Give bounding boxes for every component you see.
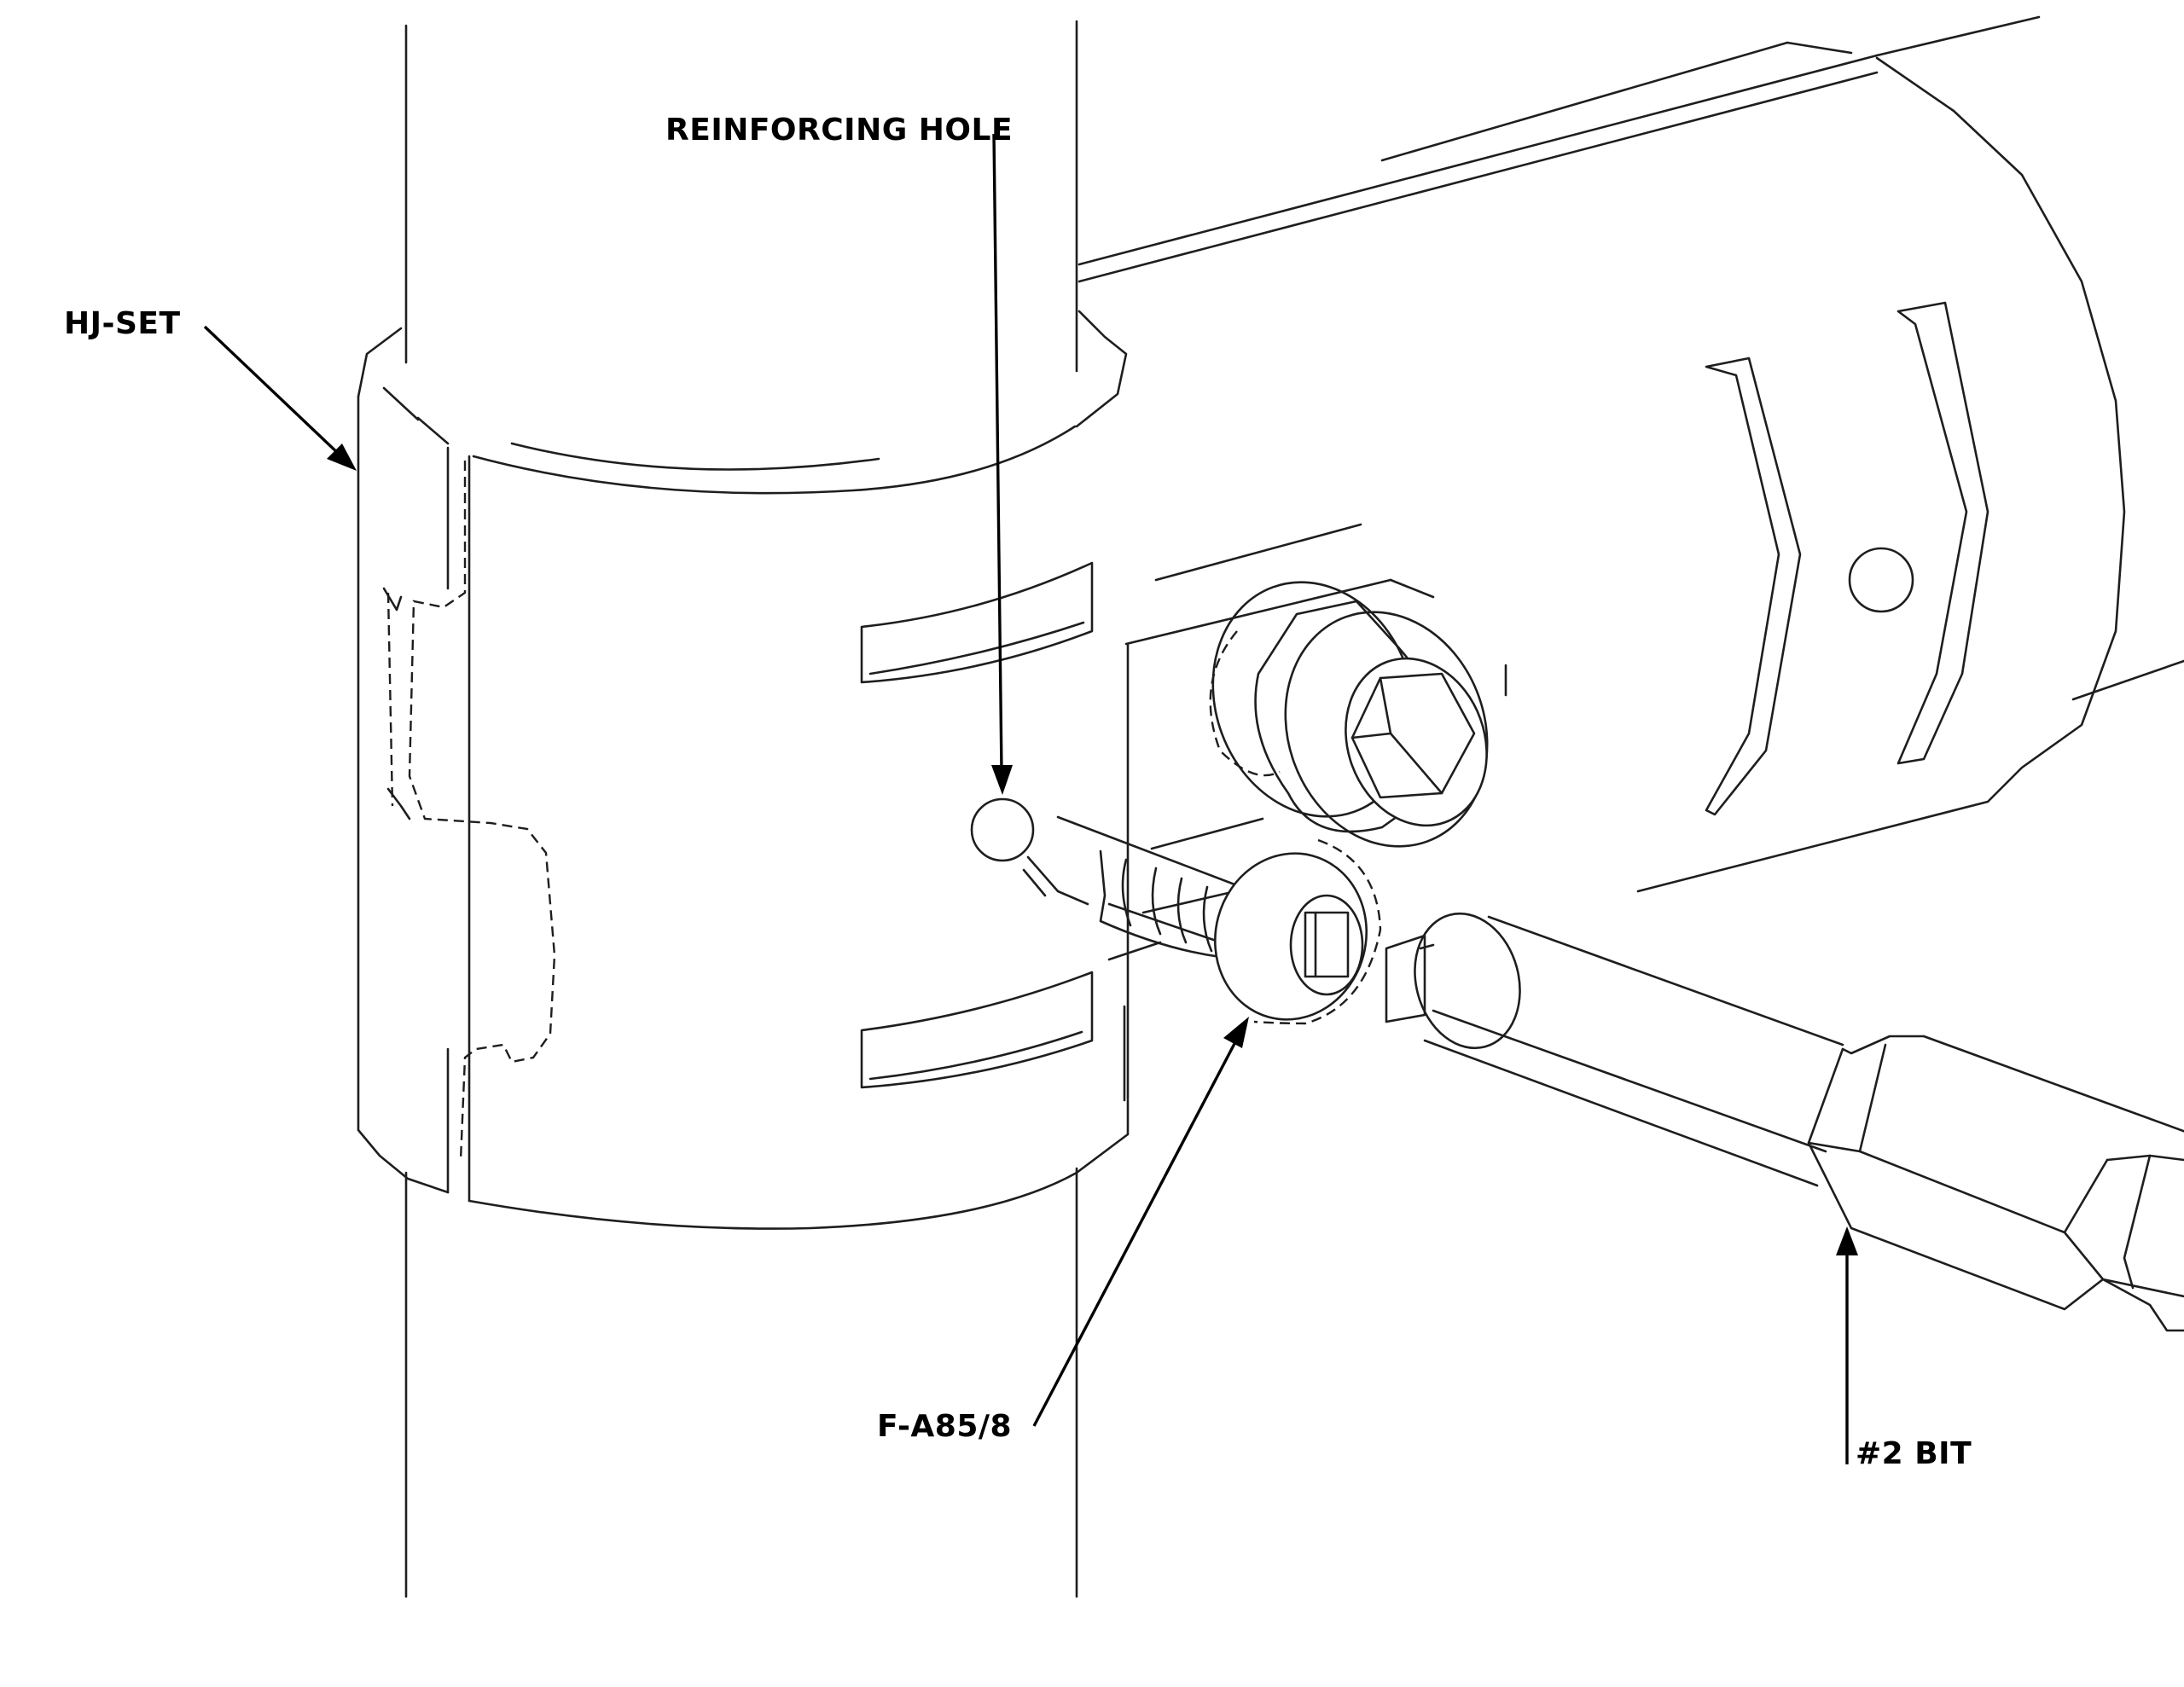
clamp-block	[1107, 523, 1507, 961]
leader-reinforcing-hole	[991, 133, 1013, 795]
reinforcing-hole	[970, 797, 1035, 862]
hj-set-clamp	[357, 310, 1130, 1230]
hj-set-label: HJ-SET	[64, 306, 181, 341]
fastener-label: F-A85/8	[877, 1409, 1013, 1444]
right-clamp-body	[1636, 56, 2126, 893]
reinforcing-hole-label: REINFORCING HOLE	[665, 113, 1014, 148]
vertical-pipe	[404, 20, 1078, 1598]
horizontal-tube	[1077, 15, 2184, 701]
socket-head-bolt	[1209, 581, 1489, 848]
fastener-screw	[1022, 815, 1382, 1025]
leader-fastener	[1032, 1017, 1249, 1427]
leader-hj-set	[203, 325, 357, 471]
bit-label: #2 BIT	[1856, 1436, 1972, 1471]
driver-bit	[1385, 912, 2184, 1332]
leader-bit	[1836, 1226, 1858, 1464]
